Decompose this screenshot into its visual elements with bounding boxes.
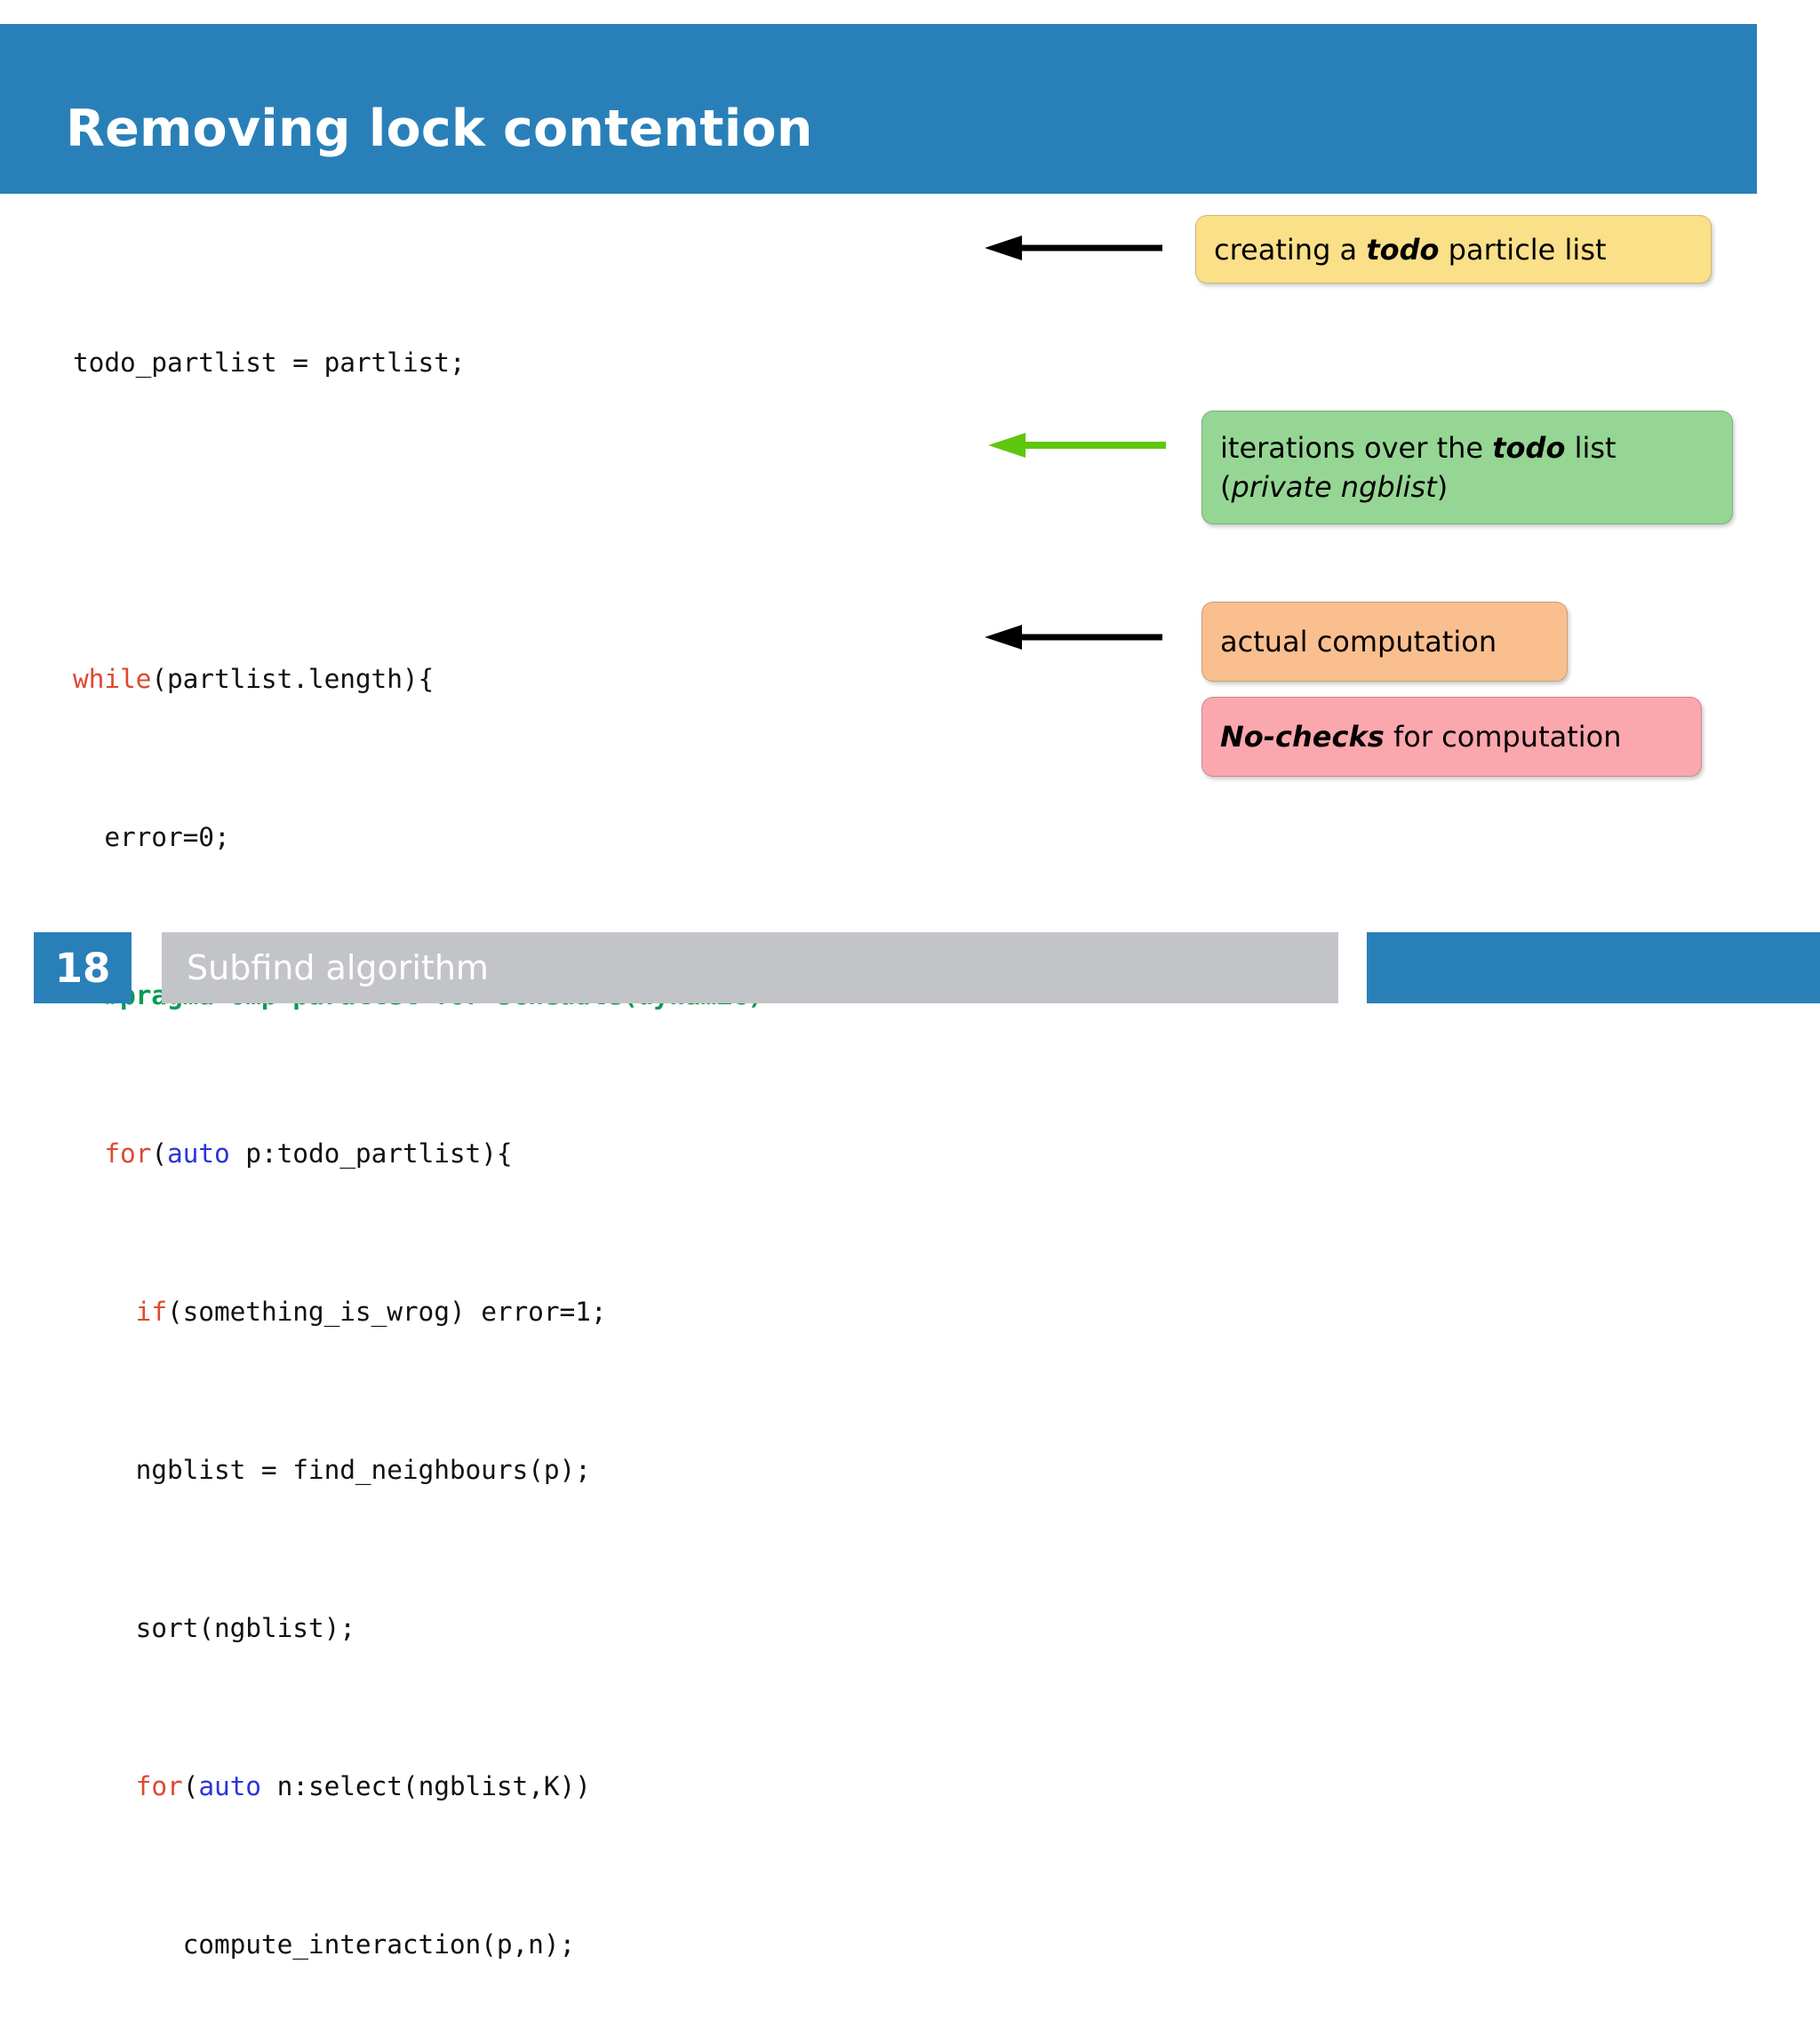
- code-line: for(auto n:select(ngblist,K)): [73, 1767, 889, 1807]
- callout-text-after: particle list: [1439, 232, 1607, 267]
- code-token-plain: p:todo_partlist){: [229, 1138, 513, 1169]
- code-token-plain: (: [151, 1138, 167, 1169]
- code-keyword-for: for: [135, 1770, 183, 1801]
- code-line: for(auto p:todo_partlist){: [73, 1134, 889, 1174]
- slide-number: 18: [54, 944, 111, 992]
- callout-line1-after: list: [1565, 431, 1616, 465]
- code-token-plain: ngblist = find_neighbours(p);: [73, 1454, 591, 1485]
- callout-emphasis: todo: [1366, 232, 1440, 267]
- callout-text: iterations over the todo list (private ng…: [1220, 428, 1616, 507]
- code-line-blank: [73, 501, 889, 541]
- callout-box-no-checks: No-checks for computation: [1201, 697, 1702, 777]
- slide-header-band: [0, 24, 1757, 194]
- code-line: compute_interaction(p,n);: [73, 1925, 889, 1965]
- green-left-arrow-icon: [988, 432, 1166, 459]
- code-token-plain: n:select(ngblist,K)): [260, 1770, 591, 1801]
- footer-section-label: Subfind algorithm: [187, 948, 489, 987]
- code-token-plain: (something_is_wrog) error=1;: [166, 1296, 607, 1327]
- code-line: ngblist = find_neighbours(p);: [73, 1450, 889, 1490]
- callout-box-actual-computation: actual computation: [1201, 602, 1568, 682]
- code-line: error=0;: [73, 818, 889, 858]
- code-token-plain: (: [182, 1770, 199, 1801]
- callout-text-after: for computation: [1384, 720, 1622, 754]
- code-type-auto: auto: [198, 1770, 261, 1801]
- callout-line2-close: ): [1436, 470, 1449, 504]
- code-token-plain: error=0;: [73, 821, 230, 852]
- slide-number-box: 18: [34, 932, 132, 1003]
- code-keyword-if: if: [135, 1296, 167, 1327]
- black-left-arrow-icon-2: [985, 624, 1162, 651]
- callout-text: creating a todo particle list: [1214, 230, 1607, 269]
- callout-line2-open: (: [1220, 470, 1232, 504]
- code-line: while(partlist.length){: [73, 659, 889, 699]
- callout-box-iterations-todo-list: iterations over the todo list (private ng…: [1201, 411, 1733, 524]
- code-listing: todo_partlist = partlist; while(partlist…: [73, 224, 889, 2044]
- code-token-plain: (partlist.length){: [151, 663, 435, 694]
- footer-accent-bar: [1367, 932, 1820, 1003]
- callout-text: No-checks for computation: [1220, 717, 1622, 756]
- code-line: todo_partlist = partlist;: [73, 343, 889, 383]
- code-indent: [73, 1138, 104, 1169]
- page-title: Removing lock contention: [66, 100, 813, 158]
- code-token-plain: sort(ngblist);: [73, 1612, 355, 1643]
- code-line: if(something_is_wrog) error=1;: [73, 1292, 889, 1332]
- callout-line1-before: iterations over the: [1220, 431, 1493, 465]
- callout-box-creating-todo-list: creating a todo particle list: [1195, 215, 1712, 283]
- callout-text-before: creating a: [1214, 232, 1367, 267]
- callout-line2-italic: private ngblist: [1231, 470, 1437, 504]
- callout-emphasis: No-checks: [1220, 720, 1385, 754]
- code-indent: [73, 1771, 136, 1801]
- code-line: sort(ngblist);: [73, 1609, 889, 1649]
- code-token-plain: compute_interaction(p,n);: [73, 1928, 576, 1960]
- code-token-plain: todo_partlist = partlist;: [73, 347, 466, 378]
- code-keyword-for: for: [104, 1138, 152, 1169]
- footer-section-bar: Subfind algorithm: [162, 932, 1338, 1003]
- code-keyword-while: while: [73, 663, 152, 694]
- callout-line1-emphasis: todo: [1492, 431, 1566, 465]
- callout-text: actual computation: [1220, 625, 1497, 659]
- code-type-auto: auto: [166, 1138, 230, 1169]
- code-indent: [73, 1297, 136, 1327]
- black-left-arrow-icon-1: [985, 235, 1162, 261]
